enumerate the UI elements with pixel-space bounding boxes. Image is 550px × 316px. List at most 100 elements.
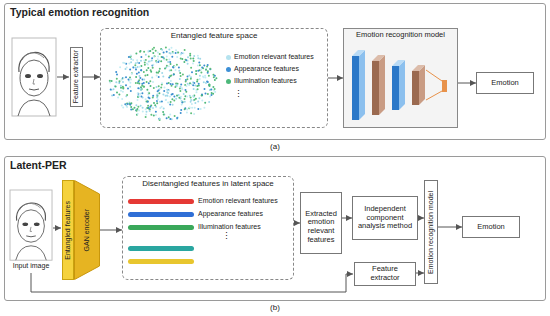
scatter-dot	[179, 88, 181, 90]
scatter-dot	[116, 78, 118, 80]
scatter-dot	[158, 118, 160, 120]
scatter-dot	[183, 61, 185, 63]
scatter-dot	[137, 93, 139, 95]
node-label: Independent component analysis method	[355, 205, 415, 231]
scatter-dot	[166, 95, 168, 97]
scatter-dot	[207, 93, 209, 95]
process-box: Emotion	[476, 72, 534, 94]
scatter-dot	[182, 101, 184, 103]
scatter-dot	[122, 86, 124, 88]
eye	[34, 222, 40, 226]
face-sketch	[12, 38, 56, 116]
scatter-dot	[176, 95, 178, 97]
scatter-dot	[183, 93, 185, 95]
scatter-dot	[180, 109, 182, 111]
scatter-dot	[136, 108, 138, 110]
scatter-dot	[197, 57, 199, 59]
scatter-dot	[201, 99, 203, 101]
scatter-dot	[202, 67, 204, 69]
scatter-dot	[163, 59, 165, 61]
scatter-dot	[177, 117, 179, 119]
scatter-dot	[198, 83, 200, 85]
scatter-dot	[166, 65, 168, 67]
scatter-dot	[109, 80, 111, 82]
cnn-layer	[412, 65, 425, 71]
scatter-dot	[137, 66, 139, 68]
scatter-dot	[121, 105, 123, 107]
node-label: Feature extractor	[72, 50, 80, 103]
scatter-dot	[165, 47, 167, 49]
scatter-dot	[212, 86, 214, 88]
scatter-dot	[180, 112, 182, 114]
scatter-dot	[145, 98, 147, 100]
scatter-dot	[139, 93, 141, 95]
scatter-dot	[141, 88, 143, 90]
nose	[30, 227, 32, 232]
scatter-dot	[137, 62, 139, 64]
process-box: Independent component analysis method	[352, 196, 418, 240]
scatter-dot	[199, 58, 201, 60]
mouth	[26, 235, 36, 237]
scatter-dot	[165, 99, 167, 101]
scatter-dot	[129, 86, 131, 88]
scatter-dot	[143, 51, 145, 53]
scatter-dot	[144, 62, 146, 64]
scatter-dot	[184, 108, 186, 110]
scatter-dot	[147, 105, 149, 107]
scatter-dot	[156, 96, 158, 98]
scatter-dot	[157, 99, 159, 101]
node-label: Extracted emotion relevant features	[302, 210, 340, 245]
scatter-dot	[122, 91, 124, 93]
scatter-dot	[148, 97, 150, 99]
scatter-dot	[140, 89, 142, 91]
scatter-dot	[159, 68, 161, 70]
scatter-dot	[121, 79, 123, 81]
scatter-dot	[115, 71, 117, 73]
scatter-dot	[143, 71, 145, 73]
cnn-layer	[392, 66, 399, 110]
scatter-dot	[134, 107, 136, 109]
scatter-dot	[158, 85, 160, 87]
legend-label: Emotion relevant features	[198, 197, 292, 205]
scatter-dot	[135, 76, 137, 78]
scatter-dot	[172, 66, 174, 68]
scatter-dot	[157, 55, 159, 57]
scatter-dot	[158, 89, 160, 91]
scatter-dot	[189, 54, 191, 56]
scatter-dot	[130, 61, 132, 63]
scatter-dot	[130, 109, 132, 111]
scatter-dot	[170, 80, 172, 82]
model-box: Emotion recognition model	[343, 28, 458, 128]
legend-swatch	[226, 79, 231, 84]
scatter-dot	[138, 109, 140, 111]
scatter-dot	[201, 95, 203, 97]
scatter-dot	[194, 85, 196, 87]
scatter-dot	[168, 59, 170, 61]
scatter-dot	[212, 93, 214, 95]
scatter-dot	[119, 66, 121, 68]
scatter-dot	[143, 78, 145, 80]
scatter-dot	[192, 62, 194, 64]
node-label: Feature extractor	[357, 265, 413, 282]
face-sketch	[10, 190, 52, 260]
scatter-dot	[181, 88, 183, 90]
image-frame	[12, 38, 56, 116]
mouth	[29, 89, 39, 90]
scatter-dot	[196, 91, 198, 93]
scatter-dot	[147, 74, 149, 76]
scatter-dot	[178, 67, 180, 69]
scatter-dot	[176, 84, 178, 86]
scatter-dot	[180, 75, 182, 77]
legend-swatch	[226, 67, 231, 72]
scatter-dot	[205, 69, 207, 71]
scatter-dot	[204, 102, 206, 104]
scatter-dot	[130, 55, 132, 57]
scatter-dot	[128, 56, 130, 58]
scatter-dot	[173, 65, 175, 67]
scatter-dot	[162, 56, 164, 58]
scatter-dot	[185, 59, 187, 61]
scatter-dot	[134, 64, 136, 66]
scatter-dot	[132, 59, 134, 61]
scatter-dot	[122, 81, 124, 83]
node-label: Entangled feature space	[171, 29, 258, 40]
